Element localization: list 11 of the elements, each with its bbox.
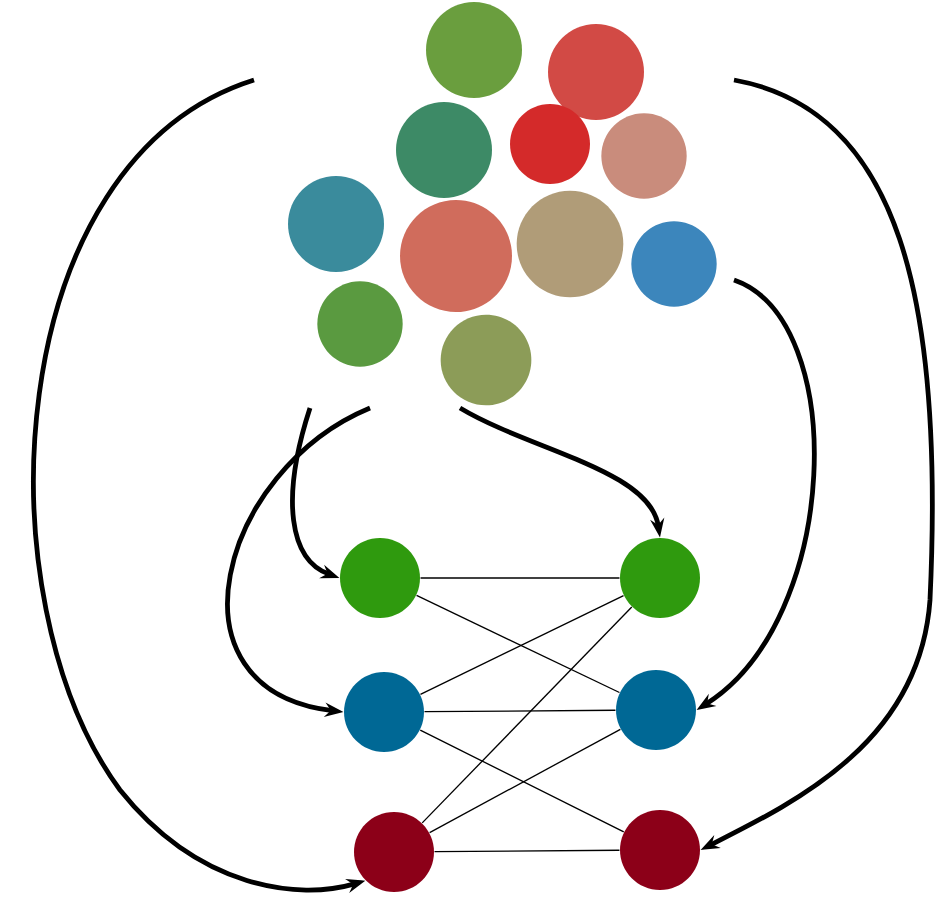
connector-line	[423, 709, 617, 713]
circle	[616, 670, 696, 750]
connector-line	[419, 577, 621, 579]
circle	[354, 812, 434, 892]
connector-line	[421, 606, 633, 824]
picture	[288, 2, 717, 406]
circle	[340, 538, 420, 618]
connector-line	[433, 849, 621, 853]
circle	[620, 538, 700, 618]
circle	[344, 672, 424, 752]
circle	[620, 810, 700, 890]
